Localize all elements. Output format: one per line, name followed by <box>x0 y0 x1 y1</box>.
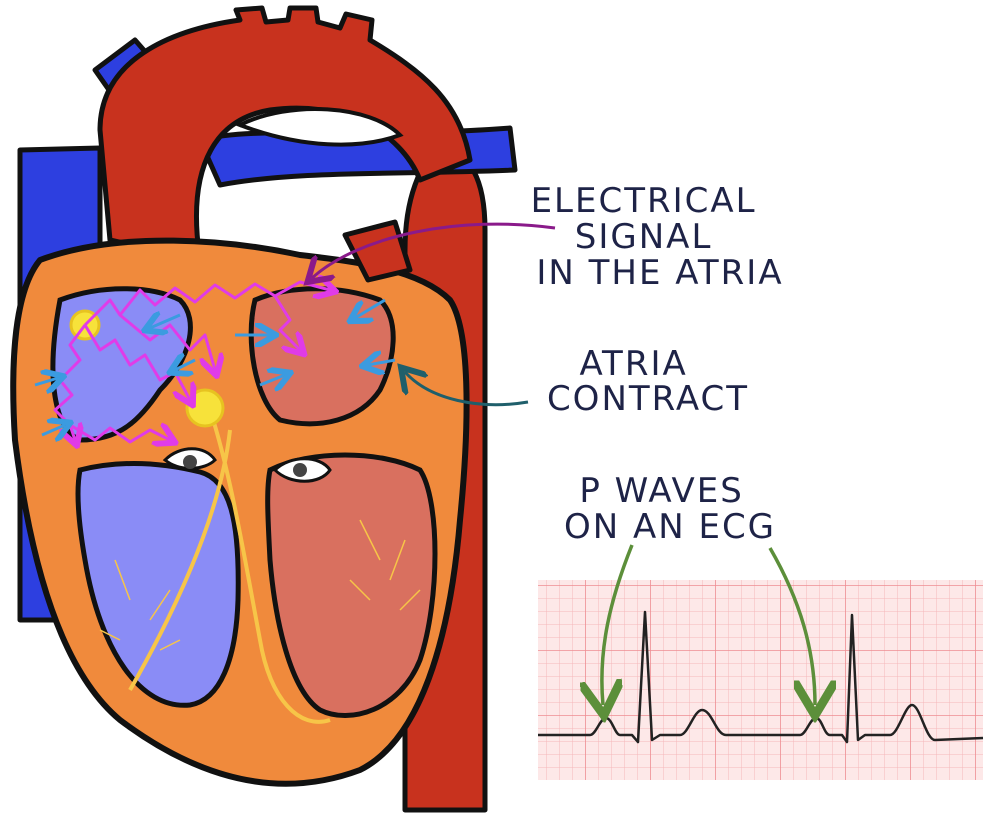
electrical-signal-label: ELECTRICAL SIGNAL IN THE ATRIA <box>531 181 784 293</box>
p-wave-pointer-left <box>602 544 634 705</box>
purkinje-fibres <box>99 519 421 651</box>
ecg-trace <box>538 610 984 744</box>
contraction-arrows <box>34 298 396 435</box>
atria-contract-label: ATRIA CONTRACT <box>547 344 749 419</box>
ecg-grid-lines <box>538 580 983 780</box>
bundle-branches <box>128 409 331 724</box>
atria-pointer-arrow <box>405 372 529 407</box>
p-waves-label: P WAVES ON AN ECG <box>564 471 776 547</box>
aortic-arch <box>97 5 473 263</box>
p-wave-pointer-right <box>768 547 815 705</box>
av-node <box>185 388 225 428</box>
aortic-arch-gap <box>235 106 404 147</box>
electrical-pointer-arrow <box>312 222 556 278</box>
mitral-valve <box>272 457 332 483</box>
left-ventricle <box>265 452 438 719</box>
tricuspid-valve <box>162 447 217 470</box>
